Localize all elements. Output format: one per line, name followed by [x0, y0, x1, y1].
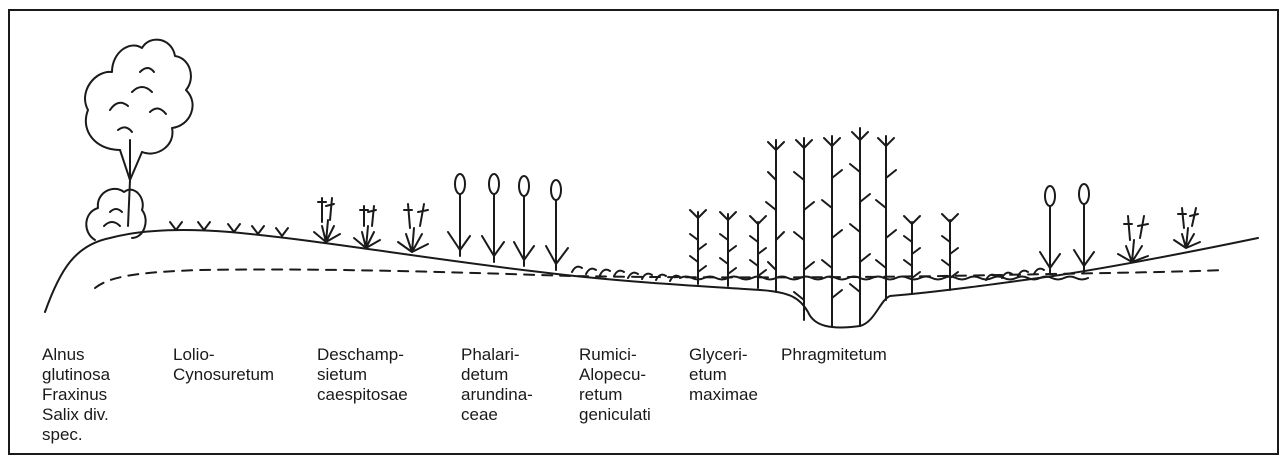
right-deschampsia-tuft-icons [1118, 208, 1200, 262]
label-lolio-cynosuretum: Lolio-Cynosuretum [173, 345, 274, 385]
phragmites-reed-icons [766, 128, 896, 326]
lolio-grass-icons [170, 222, 288, 236]
label-phragmitetum: Phragmitetum [781, 345, 887, 365]
phalaris-reed-icons [448, 174, 568, 270]
right-phalaris-reed-icons [1040, 184, 1094, 274]
rumici-low-plant-icons [572, 267, 680, 281]
alder-tree-icon [85, 40, 193, 226]
glyceria-plant-icons [690, 210, 958, 294]
